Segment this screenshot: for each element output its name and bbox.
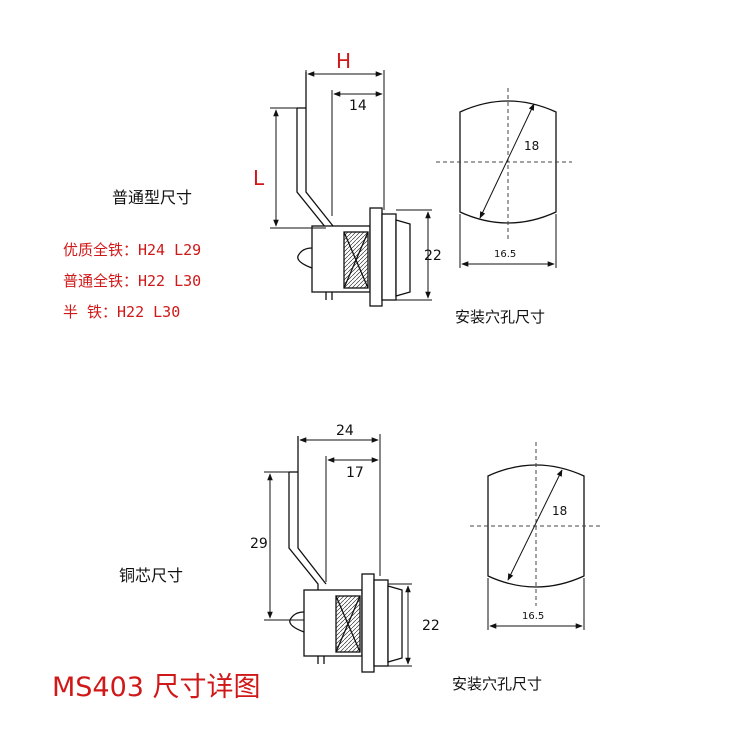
spec-line-normal-iron: 普通全铁：H22 L30 xyxy=(63,272,202,290)
dim-17-label: 17 xyxy=(346,465,364,481)
copper-section-label: 铜芯尺寸 xyxy=(119,566,184,585)
standard-hole-width-label: 16.5 xyxy=(494,249,517,260)
dim-22b-label: 22 xyxy=(422,618,440,634)
standard-hole-profile xyxy=(436,88,572,268)
copper-lock-drawing xyxy=(288,436,403,673)
standard-flange xyxy=(369,207,383,307)
standard-dimension-lines xyxy=(270,70,432,301)
copper-hole-width-label: 16.5 xyxy=(522,611,545,622)
copper-hole-outline xyxy=(487,464,585,588)
copper-cam-outline xyxy=(288,472,319,596)
copper-flange xyxy=(361,573,375,673)
page-title: MS403 尺寸详图 xyxy=(52,672,261,703)
spec-line-half-iron: 半 铁：H22 L30 xyxy=(63,303,181,321)
dim-24-label: 24 xyxy=(336,423,354,439)
dim-22-label: 22 xyxy=(424,248,442,264)
copper-screw-head xyxy=(289,611,305,633)
standard-hole-outline xyxy=(459,100,557,224)
copper-cam-inner xyxy=(297,436,327,585)
standard-screw-head xyxy=(297,247,313,269)
standard-lock-drawing xyxy=(296,72,411,307)
dim-14-label: 14 xyxy=(349,98,367,114)
standard-cam-inner xyxy=(305,72,334,227)
copper-hole-diameter-line xyxy=(507,469,563,581)
standard-hole-diameter-label: 18 xyxy=(524,139,540,153)
standard-hole-diameter-line xyxy=(479,103,535,219)
copper-hole-profile xyxy=(470,442,600,630)
copper-dimension-lines xyxy=(264,434,412,667)
copper-hole-diameter-label: 18 xyxy=(552,504,568,518)
spec-line-premium-iron: 优质全铁：H24 L29 xyxy=(63,241,202,259)
standard-section-label: 普通型尺寸 xyxy=(112,188,193,207)
dim-l-label: L xyxy=(253,166,265,190)
dim-29-label: 29 xyxy=(250,536,268,552)
dim-h-label: H xyxy=(336,49,352,73)
copper-hole-caption: 安装穴孔尺寸 xyxy=(452,675,543,693)
standard-hole-caption: 安装穴孔尺寸 xyxy=(455,308,546,326)
